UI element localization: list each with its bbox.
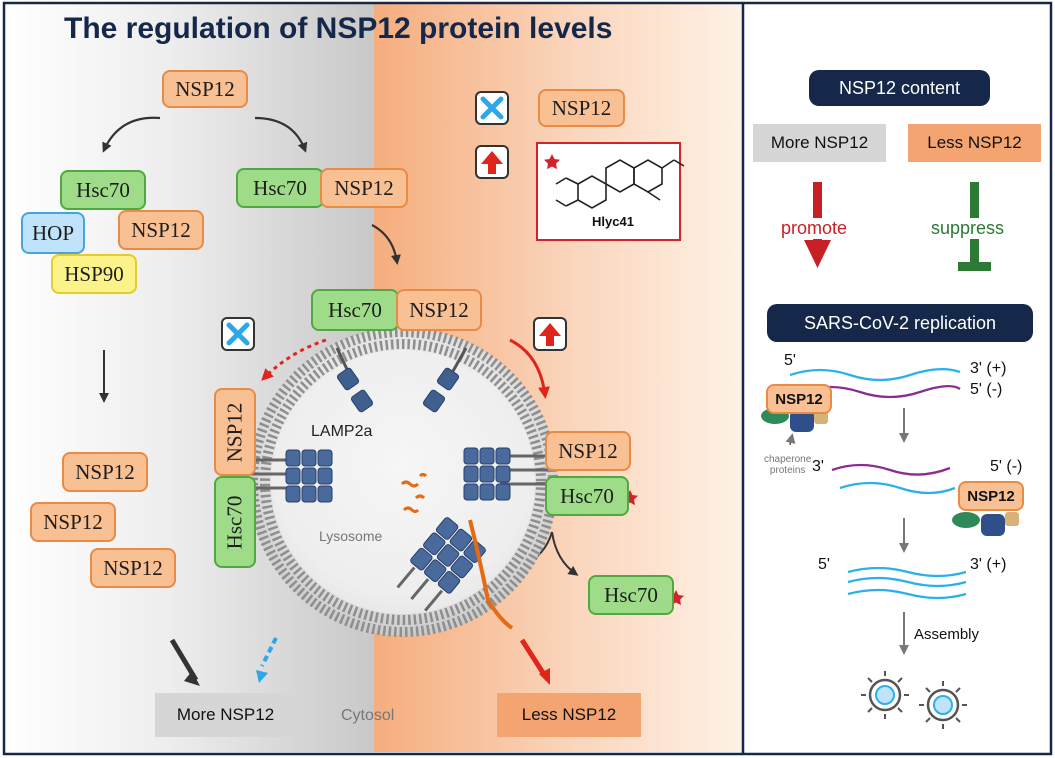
nsp12-legend: NSP12 — [538, 89, 625, 127]
nsp12-top: NSP12 — [162, 70, 248, 108]
virion-icon — [861, 671, 909, 719]
arrow-to-lysosome — [371, 224, 401, 265]
nsp12-receptor-left: NSP12 — [214, 388, 256, 476]
page-title: The regulation of NSP12 protein levels — [64, 12, 613, 45]
arrow-less — [519, 638, 548, 678]
strand3-3prime-plus: 3' (+) — [970, 556, 1007, 573]
nsp12-accumulated: NSP12 — [62, 452, 148, 492]
hsc70-receptor-left: Hsc70 — [214, 476, 256, 568]
inhibit-legend-icon — [475, 91, 509, 125]
arrow-promoted-uptake — [509, 338, 550, 399]
nsp12-membrane: NSP12 — [396, 289, 482, 331]
strand2-5prime-minus: 5' (-) — [990, 458, 1023, 475]
strand1-3prime: 3' (+) — [970, 360, 1007, 377]
hlyc41-label: Hlyc41 — [592, 214, 634, 229]
more-nsp12-result: More NSP12 — [155, 693, 296, 737]
suppress-label: suppress — [929, 218, 1007, 239]
hsc70-hop-complex: Hsc70 — [60, 170, 146, 210]
degraded-fragments — [400, 473, 428, 513]
strand1-5prime-minus: 5' (-) — [970, 381, 1003, 398]
arrow-to-hop-complex — [102, 116, 161, 153]
strand3-5prime: 5' — [818, 556, 830, 573]
lamp2a-multimer-right — [463, 447, 548, 501]
assembly-label: Assembly — [914, 626, 980, 643]
rna-strand-set-2 — [831, 463, 956, 495]
more-nsp12-label: More NSP12 — [753, 124, 886, 162]
nsp12-content-header: NSP12 content — [809, 70, 990, 106]
lamp2a-receptor-top — [335, 347, 468, 413]
inhibit-icon — [221, 317, 255, 351]
hsc70-bound: Hsc70 — [236, 168, 324, 208]
hsc70-released: Hsc70 — [588, 575, 674, 615]
hlyc41-structure — [536, 142, 685, 241]
less-nsp12-result: Less NSP12 — [497, 693, 641, 737]
promote-arrow — [804, 182, 831, 268]
arrow-more-dashed — [260, 637, 278, 667]
replication-header: SARS-CoV-2 replication — [767, 304, 1033, 342]
nsp12-accumulated: NSP12 — [30, 502, 116, 542]
promote-icon — [533, 317, 567, 351]
strand1-5prime: 5' — [784, 352, 796, 369]
nsp12-accumulated: NSP12 — [90, 548, 176, 588]
arrow-to-hsc70-nsp12 — [254, 116, 308, 153]
translocation-complex — [396, 473, 514, 630]
nsp12-hop-complex: NSP12 — [118, 210, 204, 250]
promote-legend-icon — [475, 145, 509, 179]
hop-protein: HOP — [21, 212, 85, 254]
strand2-3prime: 3' — [812, 458, 824, 475]
virion-icon — [919, 681, 967, 729]
rna-strand-set-3 — [847, 566, 967, 600]
hsp90-protein: HSP90 — [51, 254, 137, 294]
cytosol-label: Cytosol — [341, 707, 395, 724]
nsp12-polymerase-2: NSP12 — [958, 481, 1024, 511]
less-nsp12-label: Less NSP12 — [908, 124, 1041, 162]
chaperone-label: chaperone proteins — [764, 454, 812, 476]
chaperone-proteins-2 — [952, 512, 1019, 536]
lamp2a-label: LAMP2a — [311, 423, 373, 440]
arrow-inhibited-uptake — [261, 338, 327, 381]
nsp12-receptor-right: NSP12 — [545, 431, 631, 471]
nsp12-polymerase-1: NSP12 — [766, 384, 832, 414]
nsp12-bound: NSP12 — [320, 168, 408, 208]
hsc70-receptor-right: Hsc70 — [545, 476, 629, 516]
lamp2a-multimer-left — [250, 449, 333, 503]
unfolding-nsp12-chain — [468, 519, 514, 630]
promote-label: promote — [779, 218, 850, 239]
hsc70-membrane: Hsc70 — [311, 289, 399, 331]
lysosome-label: Lysosome — [319, 528, 383, 544]
